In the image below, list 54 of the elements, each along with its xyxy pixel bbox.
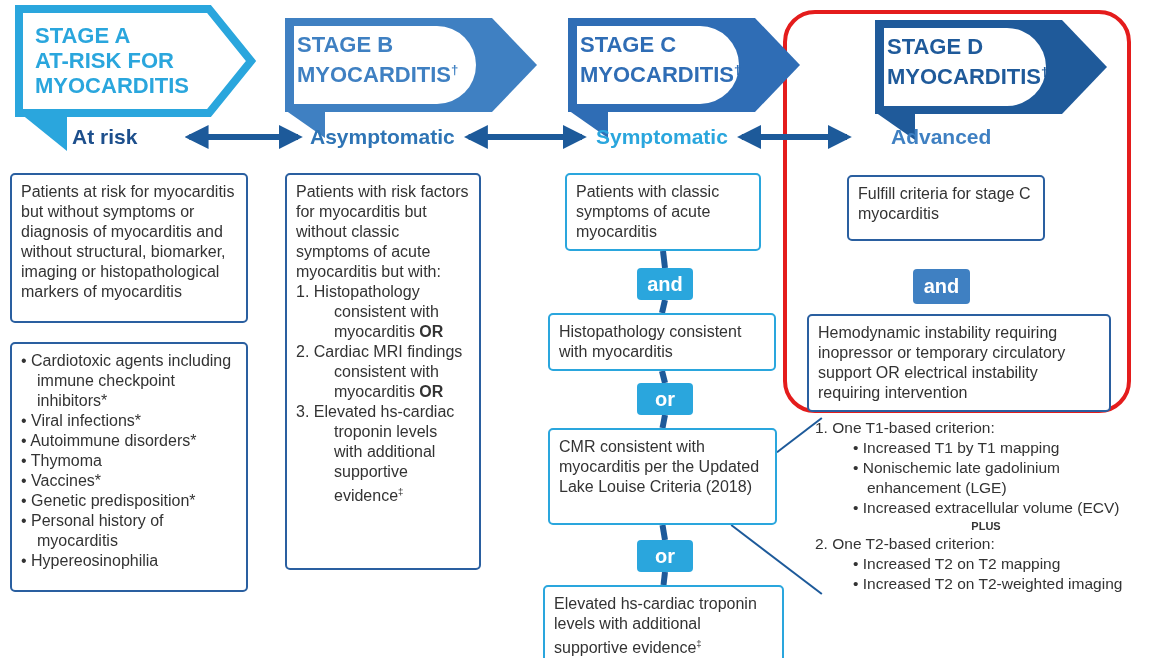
connector-line <box>659 414 668 429</box>
criteria-box: Patients with classic symptoms of acute myocarditis <box>565 173 761 251</box>
criteria-box: Histopathology consistent with myocarditis <box>548 313 776 371</box>
double-arrow <box>737 125 852 149</box>
logic-badge: or <box>637 383 693 415</box>
criteria-box: Elevated hs-cardiac troponin levels with additional supportive evidence$^{‡}$ <box>543 585 784 658</box>
criteria-box: CMR consistent with myocarditis per the Updated Lake Louise Criteria (2018) <box>548 428 777 525</box>
risk-factor-box <box>10 342 248 592</box>
list-item: • Personal history of myocarditis <box>21 511 165 551</box>
description-text: Patients with risk factors for myocarditis but without classic symptoms of acute myocarditis but with: <box>296 182 470 282</box>
stage-title: STAGE D <box>887 34 985 59</box>
stage-title: STAGE C <box>580 32 678 57</box>
list-item: 2. Cardiac MRI findings consistent with myocarditis OR <box>296 342 464 402</box>
leader-line <box>776 417 823 454</box>
list-item: • Cardiotoxic agents including immune checkpoint inhibitors* <box>21 351 233 411</box>
highlight-frame <box>783 10 1131 413</box>
double-arrow <box>463 125 587 149</box>
stage-title: AT-RISK FOR MYOCARDITIS <box>35 48 190 98</box>
list-item: • Thymoma <box>21 451 103 471</box>
list-item: • Increased T2 on T2 mapping <box>852 554 1062 574</box>
connector-line <box>660 571 668 586</box>
connector-word: PLUS <box>970 519 1002 534</box>
criterion-heading: 2. One T2-based criterion: <box>815 534 996 554</box>
list-item: • Increased extracellular volume (ECV) <box>852 498 1121 518</box>
list-item: • Genetic predisposition* <box>21 491 197 511</box>
double-arrow <box>184 125 303 149</box>
description-box: Patients at risk for myocarditis but without symptoms or diagnosis of myocarditis and without structural, biomarker, imaging or histopathological markers of myocarditis <box>10 173 248 323</box>
description-box: Fulfill criteria for stage C myocarditis <box>847 175 1045 241</box>
connector-line <box>659 370 668 384</box>
stage-subtitle: At risk <box>72 125 138 149</box>
stage-title: STAGE A <box>35 23 132 48</box>
list-item: • Vaccines* <box>21 471 102 491</box>
leader-line <box>730 524 823 595</box>
list-item: • Nonischemic late gadolinium enhancement (LGE) <box>852 458 1062 498</box>
stage-title: MYOCARDITIS$^{†}$ <box>297 61 460 88</box>
list-item: • Hypereosinophilia <box>21 551 160 571</box>
list-item: • Increased T1 by T1 mapping <box>852 438 1061 458</box>
stage-title: STAGE B <box>297 32 395 57</box>
stage-subtitle: Asymptomatic <box>310 125 455 149</box>
list-item: 1. Histopathology consistent with myocarditis OR <box>296 282 445 342</box>
logic-badge: or <box>637 540 693 572</box>
connector-line <box>659 299 668 314</box>
list-item: 3. Elevated hs-cardiac troponin levels with additional supportive evidence$^{‡}$ <box>296 402 456 507</box>
stage-subtitle: Symptomatic <box>596 125 728 149</box>
list-item: • Viral infections* <box>21 411 143 431</box>
criteria-box <box>285 173 481 570</box>
connector-line <box>659 524 668 541</box>
criterion-heading: 1. One T1-based criterion: <box>815 418 996 438</box>
list-item: • Autoimmune disorders* <box>21 431 198 451</box>
list-item: • Increased T2 on T2-weighted imaging <box>852 574 1124 594</box>
description-box: Hemodynamic instability requiring inopressor or temporary circulatory support OR electrical instability requiring intervention <box>807 314 1111 412</box>
connector-line <box>660 250 668 269</box>
logic-badge: and <box>913 269 970 304</box>
logic-badge: and <box>637 268 693 300</box>
